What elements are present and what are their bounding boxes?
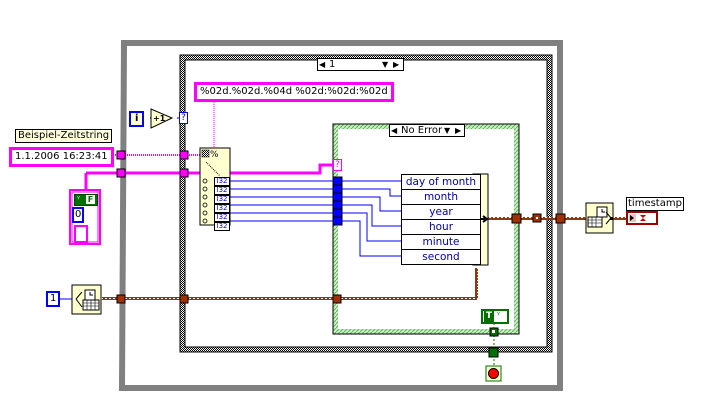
cluster-num-constant[interactable]: 0 xyxy=(72,207,85,223)
bool-icon: ᵞ xyxy=(77,194,80,203)
prev-case-arrow[interactable]: ◀ xyxy=(319,60,326,69)
date-time-to-seconds-node[interactable] xyxy=(585,202,614,234)
iteration-terminal: i xyxy=(129,111,145,127)
seconds-to-date-time-node[interactable] xyxy=(71,284,102,315)
stop-condition-terminal[interactable] xyxy=(485,365,502,382)
timestamp-indicator[interactable] xyxy=(626,211,658,225)
outer-case-label: 1 xyxy=(329,59,336,70)
bool-icon: ᵞ xyxy=(497,310,500,319)
indicator-label: timestamp xyxy=(626,197,684,211)
while-loop[interactable] xyxy=(118,40,563,391)
next-case-arrow[interactable]: ▶ xyxy=(393,60,400,69)
type-i32: I32 xyxy=(214,186,230,195)
type-i32: I32 xyxy=(214,213,230,222)
prev-case-arrow[interactable]: ◀ xyxy=(391,126,398,135)
bundle-field-second[interactable]: second xyxy=(401,250,481,265)
bundle-field-hour[interactable]: hour xyxy=(401,220,481,235)
svg-text:%: % xyxy=(210,150,219,160)
time-string-control[interactable]: 1.1.2006 16:23:41 xyxy=(9,147,114,167)
increment-node[interactable] xyxy=(150,108,174,129)
scan-output-types: I32 I32 I32 I32 I32 I32 xyxy=(214,177,230,231)
type-i32: I32 xyxy=(214,222,230,231)
next-case-arrow[interactable]: ▶ xyxy=(455,126,462,135)
inner-case-label: No Error xyxy=(401,125,443,136)
type-i32: I32 xyxy=(214,195,230,204)
outer-case-selector[interactable]: ◀ 1 ▼ ▶ xyxy=(317,58,404,71)
bool-value: T xyxy=(484,311,494,322)
type-i32: I32 xyxy=(214,177,230,186)
tunnels xyxy=(116,150,566,358)
int-tunnel-stack xyxy=(332,176,343,226)
time-source-constant[interactable]: 1 xyxy=(46,291,61,307)
format-string-constant[interactable]: %02d.%02d.%04d %02d:%02d:%02d xyxy=(194,82,394,102)
stop-bool-constant[interactable]: T ᵞ xyxy=(481,309,509,324)
bundle-field-year[interactable]: year xyxy=(401,205,481,220)
control-label: Beispiel-Zeitstring xyxy=(15,129,113,143)
type-i32: I32 xyxy=(214,204,230,213)
unknown-tunnel: ? xyxy=(333,159,342,171)
cluster-bool-constant[interactable]: ᵞ F xyxy=(74,194,98,206)
inner-case-selector[interactable]: ◀ No Error ▼ ▶ xyxy=(389,124,465,137)
bundle-field-minute[interactable]: minute xyxy=(401,235,481,250)
cluster-string-constant[interactable] xyxy=(74,225,88,243)
unknown-terminal: ? xyxy=(179,112,188,124)
dropdown-icon[interactable]: ▼ xyxy=(382,60,389,69)
bool-value: F xyxy=(86,195,95,204)
bundle-field-day[interactable]: day of month xyxy=(401,175,481,190)
bundle-field-list: day of month month year hour minute seco… xyxy=(401,174,481,265)
dropdown-icon[interactable]: ▼ xyxy=(444,126,451,135)
increment-label: +1 xyxy=(153,114,166,123)
bundle-field-month[interactable]: month xyxy=(401,190,481,205)
